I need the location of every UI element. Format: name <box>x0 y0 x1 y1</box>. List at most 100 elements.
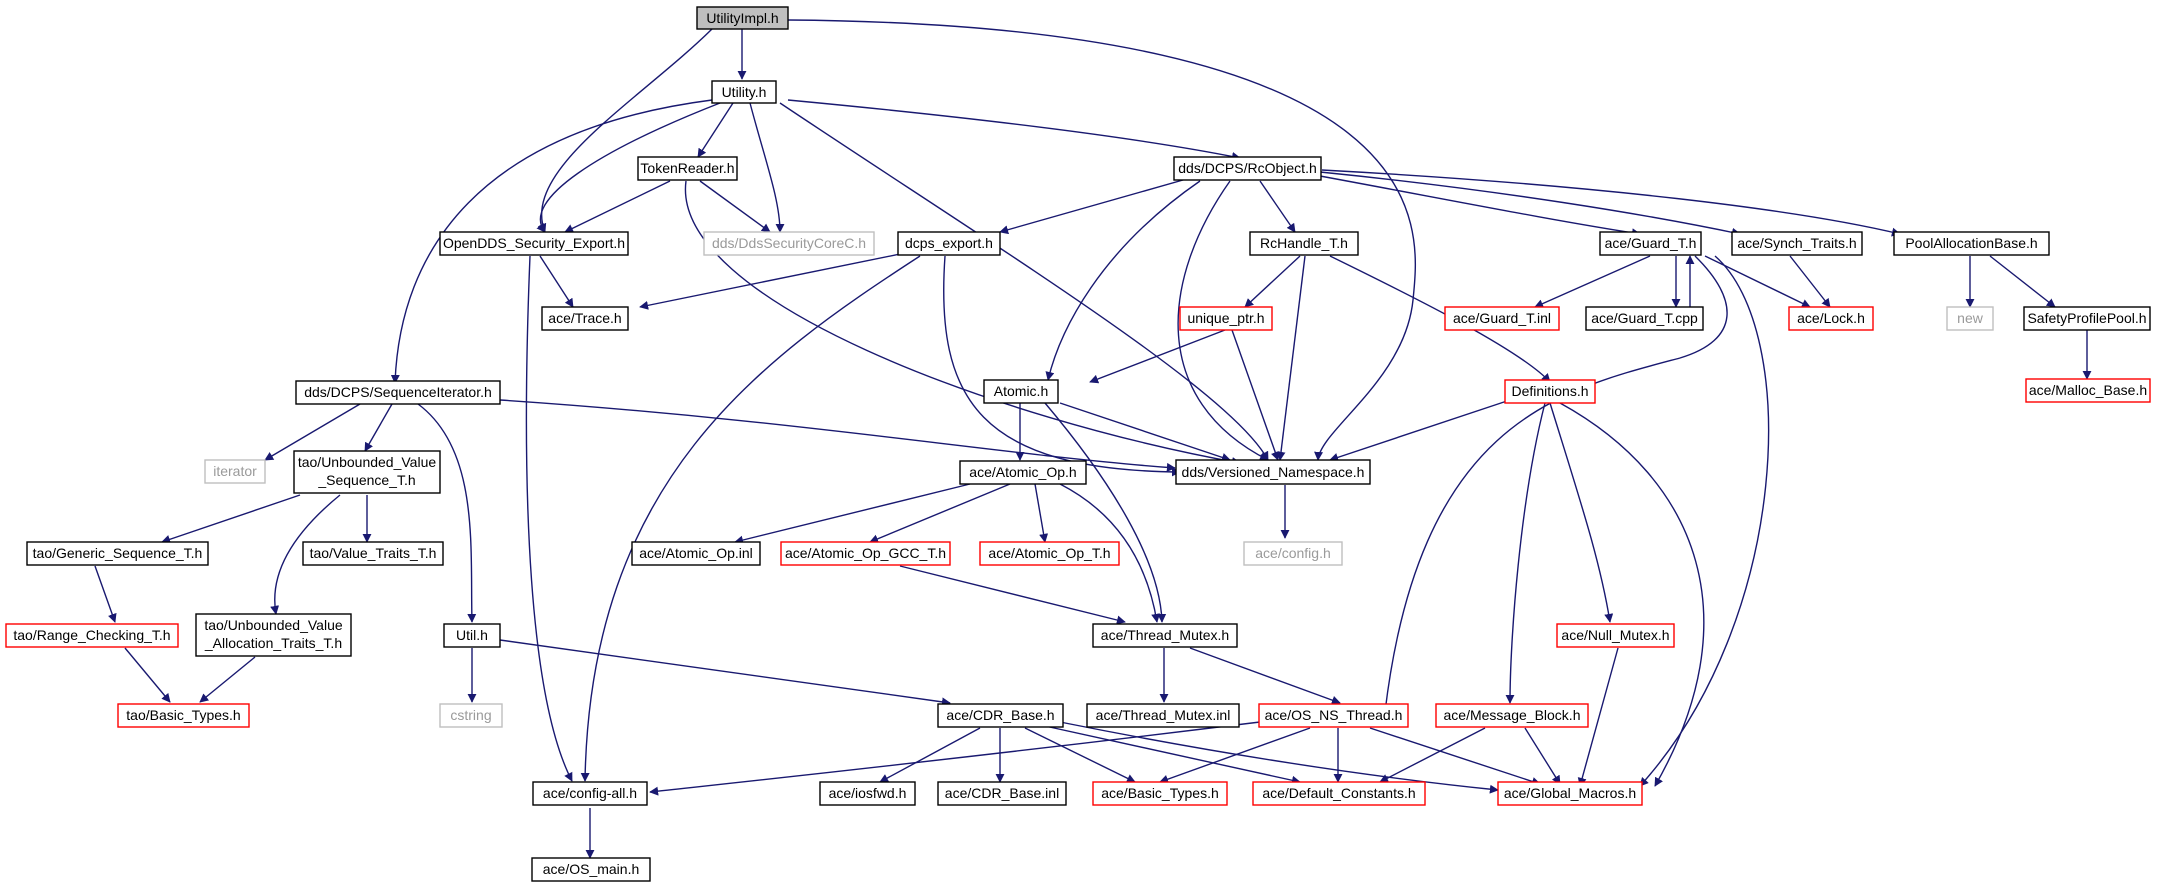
node-atomic-op-inl[interactable]: ace/Atomic_Op.inl <box>631 541 761 566</box>
node-ace-basic-types-h-label: ace/Basic_Types.h <box>1101 785 1219 801</box>
node-value-traits-t-h[interactable]: tao/Value_Traits_T.h <box>302 541 444 566</box>
edge-security-export-config-all <box>525 255 573 782</box>
node-rchandle-t-h-label: RcHandle_T.h <box>1260 235 1348 251</box>
node-malloc-base-h[interactable]: ace/Malloc_Base.h <box>2025 378 2151 403</box>
edge-synch-traits-lock <box>1789 255 1831 308</box>
edge-rchandle-unique-ptr <box>1244 255 1301 308</box>
node-atomic-op-t-h[interactable]: ace/Atomic_Op_T.h <box>979 541 1120 566</box>
node-rcobject-h-label: dds/DCPS/RcObject.h <box>1178 160 1317 176</box>
node-iterator[interactable]: iterator <box>204 459 266 484</box>
edge-rcobject-versioned <box>1177 180 1269 461</box>
node-null-mutex-h-label: ace/Null_Mutex.h <box>1561 627 1669 643</box>
node-guard-t-cpp[interactable]: ace/Guard_T.cpp <box>1585 306 1704 331</box>
node-trace-h[interactable]: ace/Trace.h <box>541 306 629 331</box>
node-ace-basic-types-h[interactable]: ace/Basic_Types.h <box>1092 781 1228 806</box>
node-range-checking-t-h[interactable]: tao/Range_Checking_T.h <box>5 623 179 648</box>
node-sequenceiterator-h[interactable]: dds/DCPS/SequenceIterator.h <box>295 380 501 405</box>
node-cdr-base-h[interactable]: ace/CDR_Base.h <box>937 703 1064 728</box>
node-poolallocationbase-h[interactable]: PoolAllocationBase.h <box>1893 231 2050 256</box>
node-definitions-h[interactable]: Definitions.h <box>1504 379 1596 404</box>
node-unbounded-value-sequence-t-h-label-1: tao/Unbounded_Value <box>298 454 437 470</box>
node-config-all-h[interactable]: ace/config-all.h <box>532 781 648 806</box>
node-os-ns-thread-h-label: ace/OS_NS_Thread.h <box>1265 707 1403 723</box>
node-value-traits-t-h-label: tao/Value_Traits_T.h <box>310 545 437 561</box>
edge-tokenreader-versioned <box>684 180 1241 466</box>
node-os-main-h[interactable]: ace/OS_main.h <box>531 857 651 882</box>
edge-sequenceiterator-versioned <box>499 399 1176 472</box>
node-atomic-op-gcc-t-h[interactable]: ace/Atomic_Op_GCC_T.h <box>780 541 951 566</box>
edge-null-mutex-global-macros <box>1577 647 1619 787</box>
node-dcps-export-h-label: dcps_export.h <box>905 235 993 251</box>
node-global-macros-h-label: ace/Global_Macros.h <box>1504 785 1636 801</box>
edge-message-block-default-constants <box>1379 727 1486 783</box>
edge-cdr-iosfwd <box>879 727 981 783</box>
edge-poolallocation-safetyprofile <box>1989 255 2056 308</box>
node-config-h[interactable]: ace/config.h <box>1243 541 1343 566</box>
node-tao-basic-types-h[interactable]: tao/Basic_Types.h <box>117 703 250 728</box>
edge-cdr-global-macros <box>1059 721 1499 794</box>
node-unbounded-value-sequence-t-h[interactable]: tao/Unbounded_Value _Sequence_T.h <box>293 450 441 494</box>
node-null-mutex-h[interactable]: ace/Null_Mutex.h <box>1556 623 1675 648</box>
node-global-macros-h[interactable]: ace/Global_Macros.h <box>1497 781 1643 806</box>
edge-sequenceiterator-iterator <box>264 403 361 461</box>
node-message-block-h[interactable]: ace/Message_Block.h <box>1435 703 1589 728</box>
node-generic-sequence-t-h[interactable]: tao/Generic_Sequence_T.h <box>26 541 209 566</box>
node-cdr-base-inl[interactable]: ace/CDR_Base.inl <box>937 781 1067 806</box>
node-utility-h[interactable]: Utility.h <box>711 80 777 104</box>
edges <box>94 19 2092 859</box>
edge-atomic-op-gcc <box>869 483 1011 544</box>
node-default-constants-h[interactable]: ace/Default_Constants.h <box>1252 781 1426 806</box>
node-utilityimpl-h-label: UtilityImpl.h <box>706 10 778 26</box>
node-tao-basic-types-h-label: tao/Basic_Types.h <box>126 707 240 723</box>
edge-atomic-thread-mutex <box>1044 402 1167 623</box>
node-sequenceiterator-h-label: dds/DCPS/SequenceIterator.h <box>304 384 492 400</box>
node-iterator-label: iterator <box>213 463 257 479</box>
node-tokenreader-h[interactable]: TokenReader.h <box>637 156 738 181</box>
node-atomic-h[interactable]: Atomic.h <box>983 379 1059 404</box>
node-atomic-op-h[interactable]: ace/Atomic_Op.h <box>959 460 1087 485</box>
node-thread-mutex-inl-label: ace/Thread_Mutex.inl <box>1096 707 1231 723</box>
node-guard-t-h[interactable]: ace/Guard_T.h <box>1599 231 1702 256</box>
node-iosfwd-h[interactable]: ace/iosfwd.h <box>819 781 916 806</box>
node-unbounded-value-allocation-traits-t-h[interactable]: tao/Unbounded_Value _Allocation_Traits_T… <box>195 613 352 657</box>
edge-thread-mutex-os-ns-thread <box>1189 647 1341 705</box>
node-rcobject-h[interactable]: dds/DCPS/RcObject.h <box>1173 156 1322 181</box>
edge-atomic-versioned <box>1059 402 1231 462</box>
node-malloc-base-h-label: ace/Malloc_Base.h <box>2029 382 2147 398</box>
node-unbounded-value-allocation-traits-t-h-label-2: _Allocation_Traits_T.h <box>204 635 342 651</box>
node-unique-ptr-h[interactable]: unique_ptr.h <box>1179 306 1273 331</box>
node-synch-traits-h-label: ace/Synch_Traits.h <box>1737 235 1856 251</box>
node-new[interactable]: new <box>1946 306 1994 331</box>
node-versioned-namespace-h[interactable]: dds/Versioned_Namespace.h <box>1175 459 1371 485</box>
node-ddssecuritycorec-h[interactable]: dds/DdsSecurityCoreC.h <box>703 231 875 256</box>
node-thread-mutex-inl[interactable]: ace/Thread_Mutex.inl <box>1086 703 1240 728</box>
node-tokenreader-h-label: TokenReader.h <box>640 160 734 176</box>
node-safetyprofilepool-h[interactable]: SafetyProfilePool.h <box>2023 306 2151 331</box>
node-dcps-export-h[interactable]: dcps_export.h <box>897 231 1001 256</box>
node-cstring[interactable]: cstring <box>439 703 503 728</box>
edge-definitions-global-macros <box>1559 402 1705 787</box>
node-synch-traits-h[interactable]: ace/Synch_Traits.h <box>1731 231 1863 256</box>
node-lock-h[interactable]: ace/Lock.h <box>1788 306 1874 331</box>
node-cdr-base-inl-label: ace/CDR_Base.inl <box>945 785 1059 801</box>
edge-dcps-export-trace <box>639 251 911 310</box>
node-guard-t-inl[interactable]: ace/Guard_T.inl <box>1444 306 1560 331</box>
edge-unique-ptr-atomic <box>1089 329 1226 384</box>
node-rchandle-t-h[interactable]: RcHandle_T.h <box>1249 231 1359 256</box>
edge-unbounded-seq-generic <box>161 494 301 544</box>
edge-util-cdr-base <box>499 639 951 707</box>
edge-security-export-trace <box>539 255 574 308</box>
node-guard-t-h-label: ace/Guard_T.h <box>1605 235 1697 251</box>
edge-atomic-op-inl <box>734 483 971 545</box>
node-iosfwd-h-label: ace/iosfwd.h <box>829 785 907 801</box>
node-atomic-op-h-label: ace/Atomic_Op.h <box>969 464 1076 480</box>
node-utilityimpl-h[interactable]: UtilityImpl.h <box>696 6 789 30</box>
node-security-export-h[interactable]: OpenDDS_Security_Export.h <box>439 231 629 256</box>
node-message-block-h-label: ace/Message_Block.h <box>1444 707 1581 723</box>
node-os-ns-thread-h[interactable]: ace/OS_NS_Thread.h <box>1258 703 1409 728</box>
node-util-h[interactable]: Util.h <box>443 623 501 648</box>
node-thread-mutex-h[interactable]: ace/Thread_Mutex.h <box>1092 623 1238 648</box>
edge-generic-range-checking <box>94 565 117 623</box>
edge-utilityimpl-security-export <box>537 28 713 233</box>
